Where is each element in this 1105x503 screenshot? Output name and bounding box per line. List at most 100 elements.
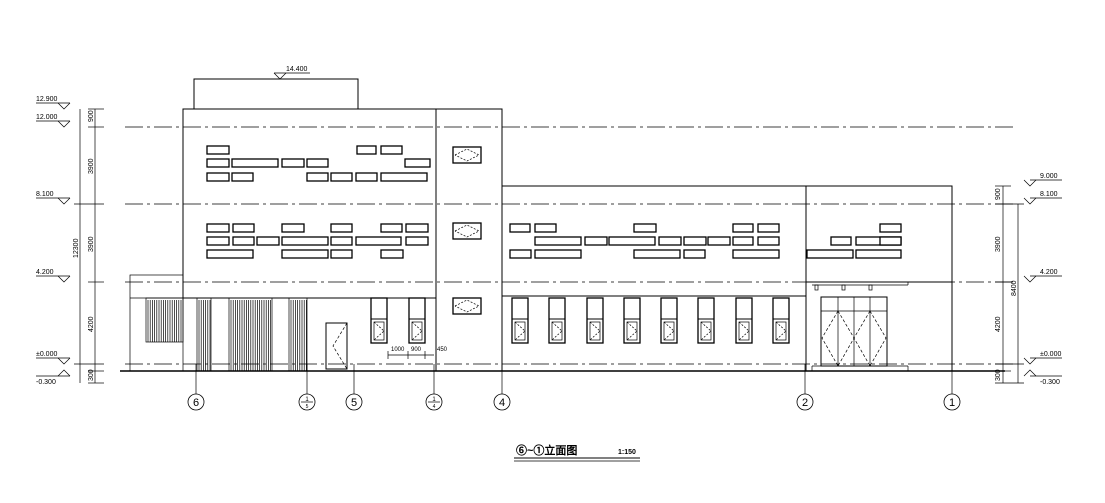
middle-block [501,185,807,372]
dim-left-3900a: 3900 [88,158,95,174]
window [306,172,329,182]
dim-right-total: 8400 [1011,280,1018,296]
dim-right-3900: 3900 [995,236,1002,252]
window [633,249,681,259]
axis-bubble: 15 [298,393,316,411]
window [584,236,608,246]
window [232,236,255,246]
window [683,236,707,246]
window [380,172,428,182]
level-left-0000: ±0.000 [36,351,57,358]
axis-bubble: 14 [425,393,443,411]
window [356,145,377,155]
stair-window [452,222,482,240]
window [534,236,582,246]
level-right-4200: 4.200 [1040,269,1058,276]
level-right-0000: ±0.000 [1040,351,1061,358]
dim-mid-900: 900 [411,347,422,353]
svg-text:4: 4 [433,404,436,410]
window [306,158,329,168]
level-left-12000: 12.000 [36,114,58,121]
axis-bubble: 5 [345,393,363,411]
window [732,249,780,259]
svg-text:1: 1 [432,397,436,403]
window [206,223,230,233]
level-top-14400: 14.400 [286,66,308,73]
svg-text:5: 5 [351,397,357,409]
main-block [182,108,437,299]
window [281,223,305,233]
level-lines [125,126,1015,365]
window [879,223,902,233]
window [405,223,429,233]
drawing-title: ⑥~①立面图 1:150 [514,443,640,462]
dim-left-300: 300 [88,369,95,381]
svg-text:6: 6 [193,397,199,409]
tall-window [548,297,566,344]
dim-right-300: 300 [995,369,1002,381]
window [830,236,852,246]
window [206,158,230,168]
axis-bubble: 6 [187,393,205,411]
tall-window [586,297,604,344]
tall-window [408,297,426,344]
window [206,172,230,182]
window [380,145,403,155]
dim-mid-1000: 1000 [391,347,405,353]
right-dimension-chain: 900 3900 4200 300 8400 [995,185,1024,384]
svg-text:4: 4 [499,397,505,409]
side-door [325,322,348,370]
window [231,172,254,182]
dim-left-4200: 4200 [88,316,95,332]
dim-left-900: 900 [88,110,95,122]
window [256,236,280,246]
dim-left-3900b: 3900 [88,236,95,252]
axis-bubble: 1 [943,393,961,411]
right-level-marks: 9.000 8.100 4.200 ±0.000 -0.300 [1023,173,1062,386]
tall-window [370,297,388,344]
window [206,236,230,246]
svg-text:2: 2 [802,397,808,409]
window [757,223,780,233]
right-block [805,185,953,372]
level-left-12900: 12.900 [36,96,58,103]
window [757,236,780,246]
stair-window [452,297,482,315]
tall-window [697,297,715,344]
entrance-door [811,284,909,371]
stair-windows [452,146,482,315]
window [806,249,854,259]
svg-text:1: 1 [949,397,955,409]
dim-left-total: 12300 [73,238,80,258]
window [281,236,329,246]
axis-bubble: 4 [493,393,511,411]
window [405,236,429,246]
window [330,249,353,259]
left-dimension-chain: 900 3900 3900 4200 300 12300 [73,108,104,384]
window [355,236,402,246]
window [534,223,557,233]
tall-window [735,297,753,344]
stair-window-glazing [454,224,480,238]
window [281,249,329,259]
window [355,172,378,182]
window [879,236,902,246]
window [608,236,656,246]
window [509,249,532,259]
window [633,223,657,233]
tall-window [772,297,790,344]
level-right-9000: 9.000 [1040,173,1058,180]
level-left-8100: 8.100 [36,191,54,198]
upper-windows [206,145,902,259]
drawing-title-text: ⑥~①立面图 [516,443,577,457]
dim-mid-450: 450 [437,347,448,353]
window [330,172,353,182]
window [330,223,353,233]
window [206,145,230,155]
tall-window [660,297,678,344]
tall-window [511,297,529,344]
tall-windows [370,297,790,344]
stair-window-glazing [454,299,480,313]
